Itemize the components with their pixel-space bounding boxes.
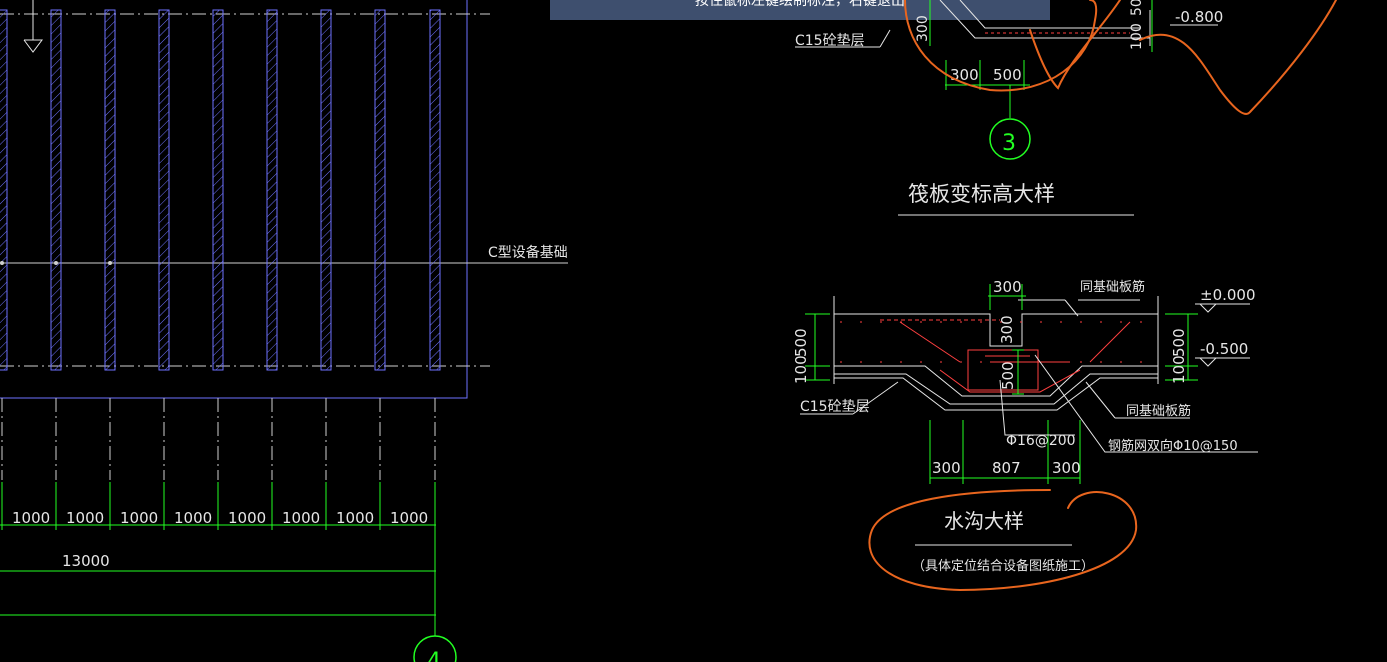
- grid-lines: [0, 13, 490, 480]
- detail-bubble-3: [989, 118, 1031, 160]
- axis-bubble-4: [413, 635, 457, 662]
- rebar-phi16-label: Φ16@200: [1006, 433, 1076, 449]
- rebar-mesh-label: 钢筋网双向Φ10@150: [1108, 438, 1238, 454]
- detail3-outline: [795, 0, 1151, 48]
- dim-1000-2: 1000: [66, 509, 104, 527]
- foundation-plan: C型设备基础 1000 1000 1000 1000 1000 1000 100…: [0, 0, 568, 662]
- detail-bubble-3-label: 3: [1002, 131, 1016, 156]
- trench-outline: [800, 296, 1190, 419]
- dim-1000-7: 1000: [336, 509, 374, 527]
- c-foundation-label: C型设备基础: [488, 244, 568, 261]
- command-tooltip: 按住鼠标左键绘制标注，右键退出: [550, 0, 1050, 20]
- axis-bubble-4-label: 4: [427, 649, 441, 662]
- axis-points: [0, 261, 112, 265]
- detail3-dim-300: 300: [950, 66, 979, 84]
- detail3-dim-v300: 300: [915, 15, 931, 42]
- dim-1000-5: 1000: [228, 509, 266, 527]
- markup-annotations: [868, 0, 1337, 592]
- inner-dim-500: 500: [999, 361, 1017, 390]
- detail3-dim-v100: 100: [1129, 23, 1145, 50]
- bottom-dim-300-right: 300: [1052, 459, 1081, 477]
- trench-subtitle: （具体定位结合设备图纸施工）: [912, 558, 1094, 574]
- detail3-elevation: -0.800: [1175, 8, 1223, 26]
- left-dim-500: 500: [792, 328, 810, 357]
- trench-leaders: [999, 303, 1258, 453]
- detail3-title: 筏板变标高大样: [908, 182, 1055, 206]
- detail3-dim-500: 500: [993, 66, 1022, 84]
- detail3-c15-label: C15砼垫层: [795, 33, 865, 49]
- detail3-dim-v500: 500: [1129, 0, 1145, 16]
- trench-dims: [805, 284, 1198, 484]
- dim-1000-1: 1000: [12, 509, 50, 527]
- dim-1000-8: 1000: [390, 509, 428, 527]
- markup-stroke-2: [1139, 0, 1337, 115]
- dim-1000-6: 1000: [282, 509, 320, 527]
- left-dim-100: 100: [792, 355, 810, 384]
- dim-1000-4: 1000: [174, 509, 212, 527]
- markup-stroke-1: [1029, 0, 1121, 90]
- level-symbol: [23, 0, 43, 53]
- plan-outline: [0, 0, 468, 399]
- dim-total: 13000: [62, 552, 110, 570]
- right-dim-500: 500: [1170, 328, 1188, 357]
- detail3-dims: [929, 0, 1153, 118]
- trench-rebar: [840, 319, 1150, 393]
- dim-1000-3: 1000: [120, 509, 158, 527]
- column-strips: [0, 9, 441, 371]
- dimension-lines: [0, 482, 436, 636]
- elevation-top: ±0.000: [1200, 286, 1256, 304]
- bottom-dim-300-left: 300: [932, 459, 961, 477]
- trench-top-dim: 300: [993, 278, 1022, 296]
- same-rebar-top-label: 同基础板筋: [1080, 279, 1145, 295]
- bottom-dim-807: 807: [992, 459, 1021, 477]
- trench-detail: 300 同基础板筋 ±0.000 -0.500 500 100 500 100 …: [792, 278, 1258, 574]
- raft-elevation-detail: C15砼垫层 -0.800 300 500 300 100 500 3 筏板变标…: [795, 0, 1223, 216]
- right-dim-100: 100: [1170, 355, 1188, 384]
- markup-ellipse-trench: [868, 489, 1138, 592]
- trench-c15-label: C15砼垫层: [800, 399, 870, 415]
- same-rebar-bottom-label: 同基础板筋: [1126, 403, 1191, 419]
- markup-loop-detail3: [904, 0, 1098, 92]
- elevation-bottom: -0.500: [1200, 340, 1248, 358]
- trench-title: 水沟大样: [944, 509, 1024, 533]
- inner-dim-300: 300: [998, 315, 1016, 344]
- tooltip-text: 按住鼠标左键绘制标注，右键退出: [695, 0, 905, 9]
- dimension-texts: 1000 1000 1000 1000 1000 1000 1000 1000 …: [12, 509, 428, 570]
